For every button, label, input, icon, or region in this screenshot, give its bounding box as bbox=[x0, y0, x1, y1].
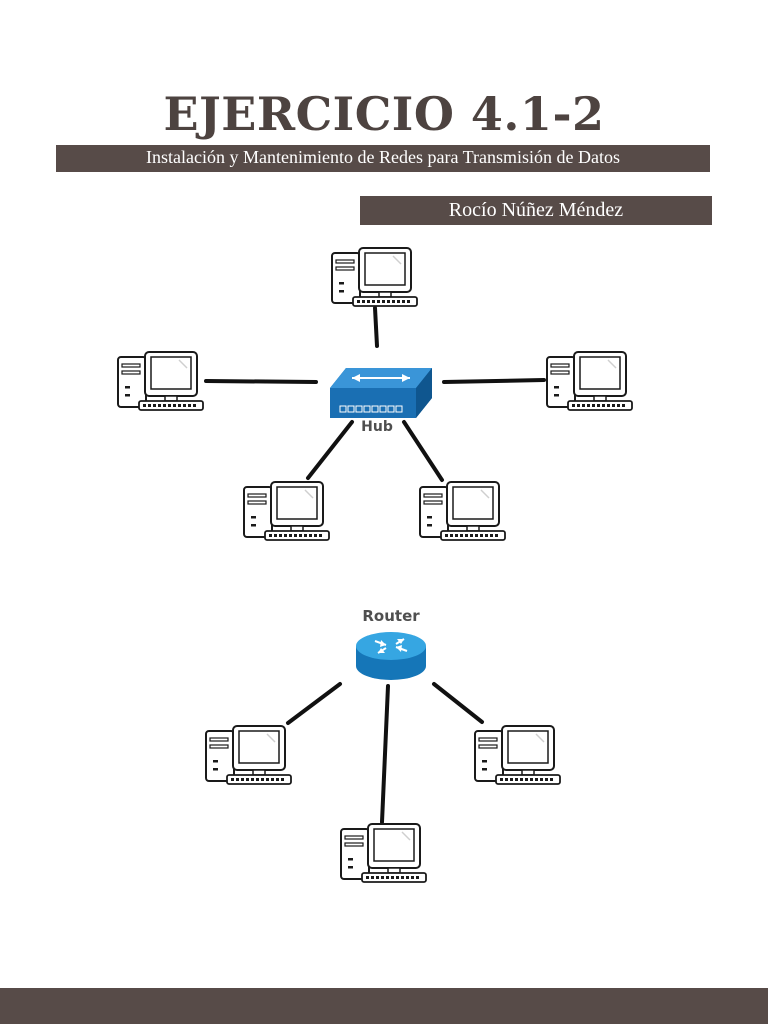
router-label: Router bbox=[362, 607, 420, 625]
router-computer-left bbox=[205, 725, 292, 785]
hub-computer-left bbox=[117, 351, 204, 411]
router-network: Router bbox=[205, 607, 561, 883]
hub-computer-top bbox=[331, 247, 418, 307]
hub-network: Hub bbox=[117, 247, 633, 541]
link-hub-bottom-right bbox=[402, 420, 444, 482]
hub-computer-bottom-right bbox=[419, 481, 506, 541]
router-computer-bottom bbox=[340, 823, 427, 883]
hub-links bbox=[204, 306, 546, 482]
link-router-bottom bbox=[380, 684, 390, 824]
link-hub-bottom-left bbox=[306, 420, 354, 480]
document-title: EJERCICIO 4.1-2 bbox=[163, 87, 605, 141]
link-hub-top bbox=[373, 306, 379, 348]
router-links bbox=[286, 682, 484, 824]
link-hub-left bbox=[204, 379, 318, 384]
router-icon bbox=[356, 632, 426, 680]
link-hub-right bbox=[442, 378, 546, 384]
hub-computer-right bbox=[546, 351, 633, 411]
footer-bar bbox=[0, 988, 768, 1024]
router-computer-right bbox=[474, 725, 561, 785]
subtitle-banner: Instalación y Mantenimiento de Redes par… bbox=[56, 145, 710, 172]
author-banner: Rocío Núñez Méndez bbox=[360, 196, 712, 225]
hub-computer-bottom-left bbox=[243, 481, 330, 541]
hub-label: Hub bbox=[361, 419, 393, 435]
link-router-right bbox=[432, 682, 484, 724]
link-router-left bbox=[286, 682, 342, 725]
hub-icon bbox=[330, 368, 432, 418]
